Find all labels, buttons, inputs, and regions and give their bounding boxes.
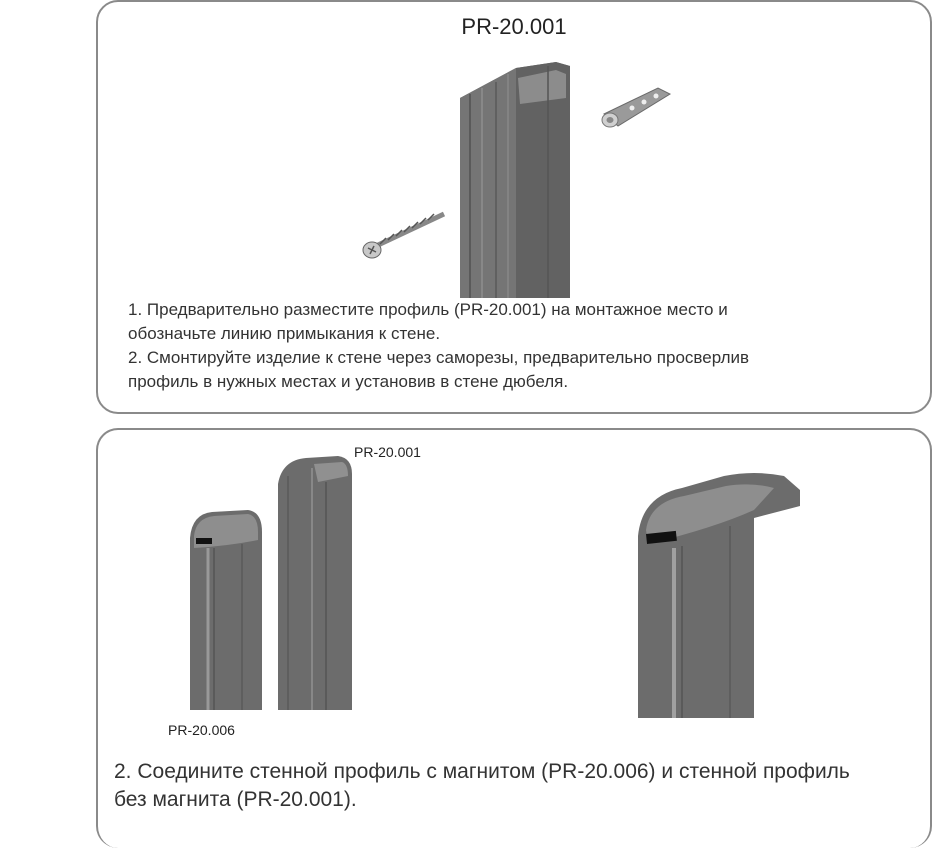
panel-title: PR-20.001 bbox=[461, 14, 567, 39]
instruction-line: обозначьте линию примыкания к стене. bbox=[128, 324, 441, 343]
instruction-line: профиль в нужных местах и установив в ст… bbox=[128, 372, 569, 391]
profile-label: PR-20.001 bbox=[354, 444, 421, 460]
profile-with-magnet-image bbox=[190, 510, 262, 710]
wall-dowel-image bbox=[601, 87, 672, 128]
step-1-panel: PR-20.001 1. Предварительно разместите п… bbox=[96, 0, 932, 414]
instruction-line: 2. Соедините стенной профиль с магнитом … bbox=[114, 760, 850, 783]
joined-profiles-image bbox=[638, 473, 800, 718]
instruction-line: без магнита (PR-20.001). bbox=[114, 788, 357, 811]
profile-label: PR-20.006 bbox=[168, 722, 235, 738]
step-2-panel: PR-20.001 PR-20.006 2. Соедините стенной… bbox=[96, 428, 932, 848]
profile-pr-20-001-image bbox=[460, 62, 570, 298]
instruction-line: 1. Предварительно разместите профиль (PR… bbox=[128, 300, 728, 319]
instruction-line: 2. Смонтируйте изделие к стене через сам… bbox=[128, 348, 750, 367]
profile-without-magnet-image bbox=[278, 456, 352, 710]
self-tapping-screw-image bbox=[362, 211, 446, 259]
